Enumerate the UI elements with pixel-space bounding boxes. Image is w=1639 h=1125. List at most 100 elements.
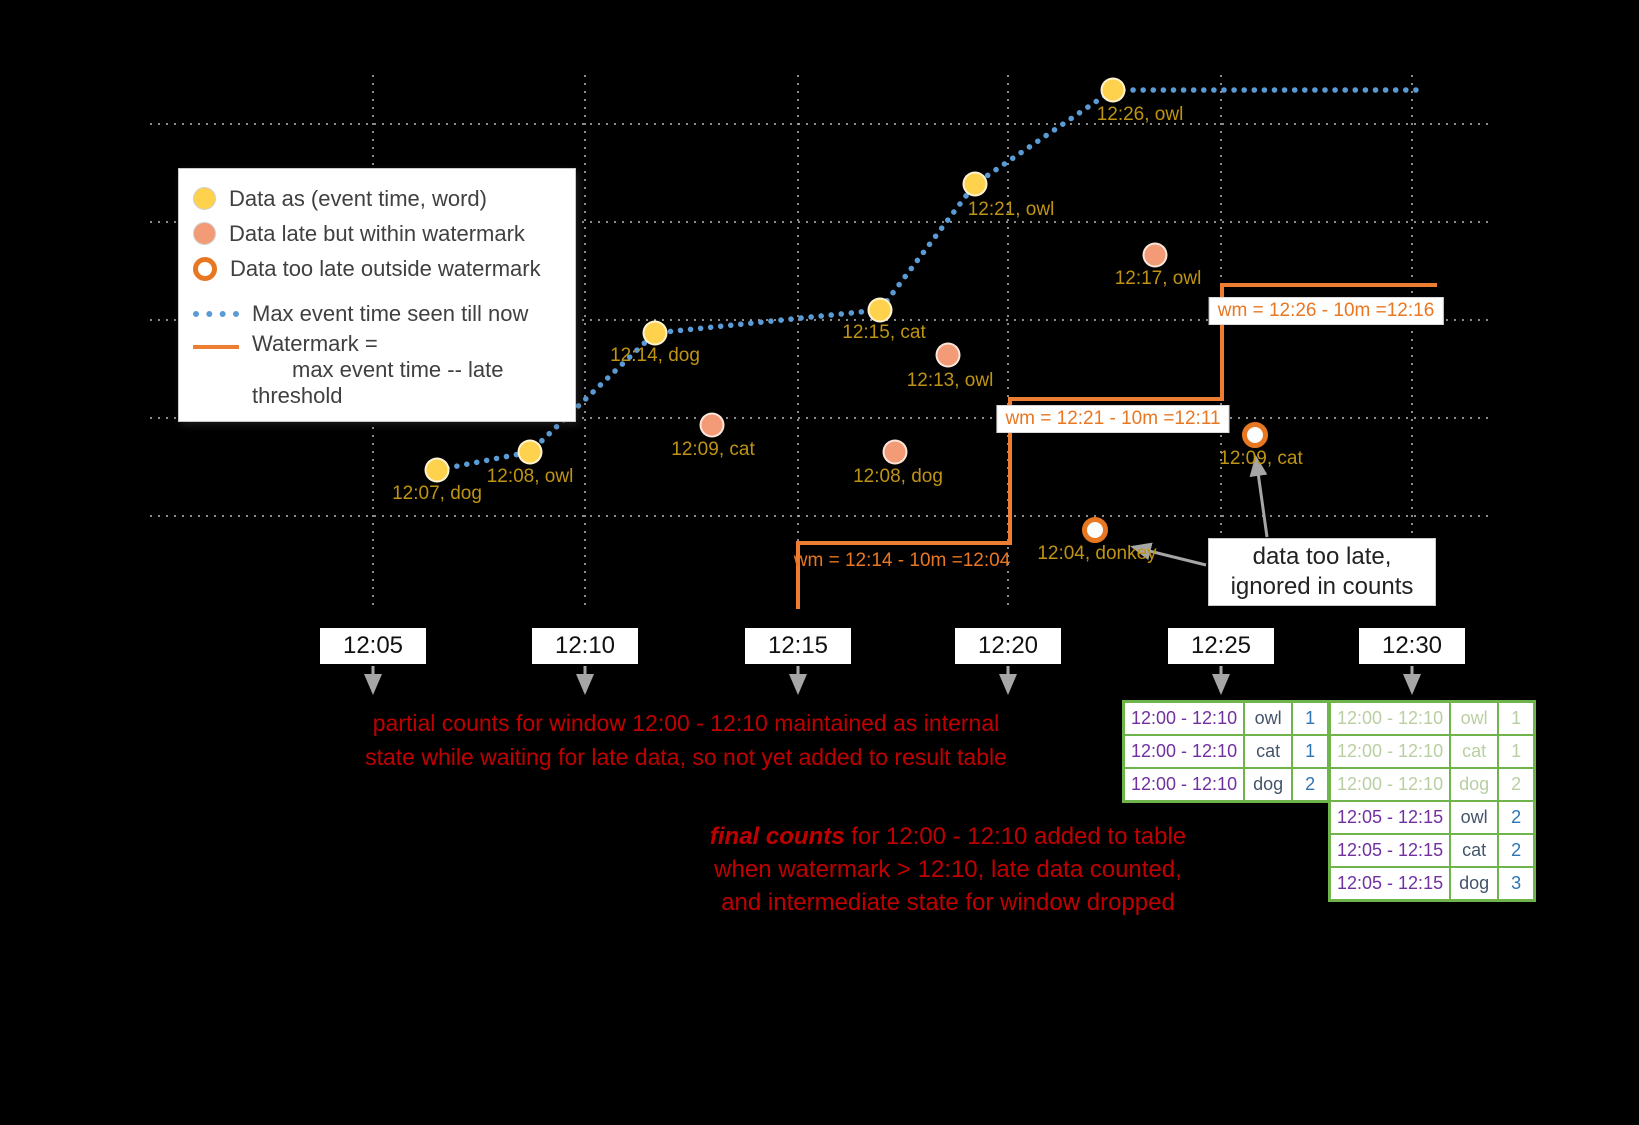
data-point-label: 12:26, owl	[1096, 104, 1184, 125]
data-point-on-time	[642, 320, 668, 346]
data-point-too-late	[1082, 517, 1108, 543]
table-cell-win: 12:00 - 12:10	[1328, 700, 1452, 736]
data-point-late	[1142, 242, 1168, 268]
too-late-note-line2: ignored in counts	[1230, 573, 1414, 600]
table-cell-win: 12:00 - 12:10	[1122, 700, 1246, 736]
too-late-point-icon	[193, 256, 217, 281]
data-point-label: 12:17, owl	[1114, 268, 1202, 289]
data-point-label: 12:14, dog	[610, 345, 700, 366]
data-point-on-time	[424, 457, 450, 483]
table-cell-cnt: 1	[1291, 700, 1330, 736]
data-point-label: 12:08, owl	[486, 466, 574, 487]
data-point-label: 12:04, donkey	[1037, 543, 1157, 564]
watermark-value-label: wm = 12:14 - 10m =12:04	[793, 550, 1011, 571]
watermark-value-label: wm = 12:26 - 10m =12:16	[1208, 297, 1444, 325]
table-cell-word: cat	[1449, 734, 1500, 769]
legend-label: Max event time seen till now	[252, 300, 529, 326]
x-tick-label: 12:30	[1359, 628, 1465, 664]
table-cell-word: cat	[1243, 734, 1294, 769]
partial-note-line1: partial counts for window 12:00 - 12:10 …	[372, 710, 1000, 736]
legend-item-watermark: Watermark = max event time -- late thres…	[193, 331, 561, 409]
final-counts-note: final counts for 12:00 - 12:10 added to …	[710, 820, 1186, 919]
final-note-line1-rest: for 12:00 - 12:10 added to table	[844, 823, 1187, 850]
table-cell-word: owl	[1449, 800, 1500, 835]
table-cell-word: dog	[1243, 767, 1294, 803]
data-point-on-time	[517, 439, 543, 465]
late-point-icon	[193, 222, 216, 245]
legend: Data as (event time, word) Data late but…	[178, 168, 576, 422]
data-point-label: 12:09, cat	[1219, 448, 1303, 469]
table-cell-word: cat	[1449, 833, 1500, 868]
legend-item-late: Data late but within watermark	[193, 216, 561, 251]
watermark-label-line2: max event time -- late threshold	[252, 357, 504, 408]
table-cell-word: owl	[1243, 700, 1294, 736]
x-tick-label: 12:10	[532, 628, 638, 664]
data-point-too-late	[1242, 422, 1268, 448]
watermark-value-label: wm = 12:21 - 10m =12:11	[996, 405, 1230, 433]
legend-item-too-late: Data too late outside watermark	[193, 251, 561, 286]
final-note-line1: final counts for 12:00 - 12:10 added to …	[710, 820, 1186, 853]
x-tick-label: 12:15	[745, 628, 851, 664]
table-cell-word: owl	[1449, 700, 1500, 736]
too-late-note-box: data too late, ignored in counts	[1208, 538, 1436, 606]
legend-item-max-event-line: Max event time seen till now	[193, 296, 561, 331]
table-cell-word: dog	[1449, 767, 1500, 802]
data-point-label: 12:21, owl	[967, 199, 1055, 220]
data-point-late	[882, 439, 908, 465]
table-cell-cnt: 2	[1291, 767, 1330, 803]
table-cell-cnt: 3	[1497, 866, 1536, 902]
data-point-label: 12:08, dog	[853, 466, 943, 487]
table-cell-win: 12:00 - 12:10	[1122, 734, 1246, 769]
table-cell-win: 12:05 - 12:15	[1328, 833, 1452, 868]
table-cell-win: 12:00 - 12:10	[1122, 767, 1246, 803]
legend-label: Data as (event time, word)	[229, 185, 487, 211]
table-cell-win: 12:05 - 12:15	[1328, 866, 1452, 902]
table-cell-win: 12:05 - 12:15	[1328, 800, 1452, 835]
too-late-note-line1: data too late,	[1252, 543, 1392, 570]
x-tick-label: 12:05	[320, 628, 426, 664]
partial-counts-note: partial counts for window 12:00 - 12:10 …	[365, 706, 1007, 774]
table-cell-cnt: 1	[1497, 734, 1536, 769]
dotted-blue-line-icon	[193, 310, 239, 317]
data-point-on-time	[962, 171, 988, 197]
x-tick-label: 12:20	[955, 628, 1061, 664]
on-time-point-icon	[193, 187, 216, 210]
data-point-late	[935, 342, 961, 368]
table-cell-word: dog	[1449, 866, 1500, 902]
data-point-on-time	[867, 297, 893, 323]
legend-label: Data too late outside watermark	[230, 255, 541, 281]
partial-note-line2: state while waiting for late data, so no…	[365, 744, 1007, 770]
data-point-late	[699, 412, 725, 438]
table-cell-cnt: 1	[1497, 700, 1536, 736]
data-point-label: 12:07, dog	[392, 483, 482, 504]
table-cell-win: 12:00 - 12:10	[1328, 767, 1452, 802]
legend-item-on-time: Data as (event time, word)	[193, 181, 561, 216]
data-point-label: 12:15, cat	[842, 322, 926, 343]
legend-label: Data late but within watermark	[229, 220, 525, 246]
final-note-lead: final counts	[709, 823, 845, 850]
data-point-label: 12:13, owl	[906, 370, 994, 391]
data-point-on-time	[1100, 77, 1126, 103]
table-cell-cnt: 2	[1497, 833, 1536, 868]
table-cell-cnt: 2	[1497, 767, 1536, 802]
data-point-label: 12:09, cat	[671, 439, 755, 460]
final-note-line2: when watermark > 12:10, late data counte…	[714, 856, 1182, 883]
watermark-label-line1: Watermark =	[252, 331, 378, 356]
table-cell-cnt: 2	[1497, 800, 1536, 835]
x-tick-label: 12:25	[1168, 628, 1274, 664]
final-note-line3: and intermediate state for window droppe…	[721, 889, 1175, 916]
